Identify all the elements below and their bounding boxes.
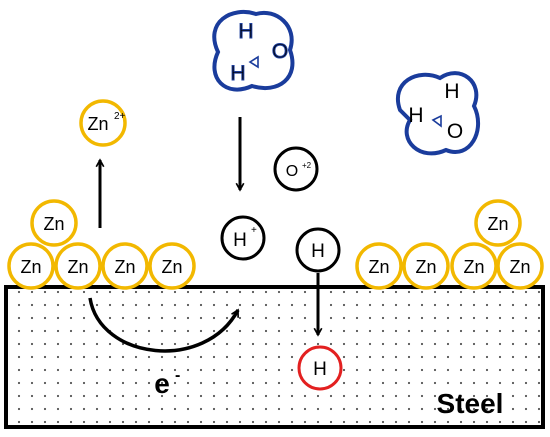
water-h-atom: H [444,80,459,103]
svg-text:O: O [286,163,298,180]
water-o-atom: O [272,40,288,63]
zinc-atom: Zn [450,242,498,290]
water-molecule: H O H [212,10,295,92]
svg-text:Zn: Zn [114,257,135,277]
svg-text:H: H [313,359,327,380]
svg-text:Zn: Zn [43,214,64,234]
svg-text:-: - [175,367,180,384]
zinc-coating-left: Zn Zn Zn Zn Zn [7,199,196,290]
zinc-ion: Zn 2+ [79,99,127,147]
water-molecule: H H O [396,71,480,156]
hydrogen-ion: H + [220,215,266,261]
svg-text:e: e [154,368,170,399]
water-h-atom: H [408,104,423,127]
zinc-atom: Zn [474,199,522,247]
water-h-atom: H [238,20,253,43]
zinc-atom: Zn [355,242,403,290]
svg-text:Zn: Zn [368,257,389,277]
zinc-atom: Zn [148,242,196,290]
svg-text:+: + [251,225,257,236]
water-h-atom: H [230,62,245,85]
water-o-atom: O [447,120,463,143]
zinc-coating-right: Zn Zn Zn Zn Zn [355,199,544,290]
svg-text:H: H [311,241,325,262]
steel-label: Steel [437,388,504,419]
electron-label: e - [154,367,180,399]
zinc-atom: Zn [402,242,450,290]
bond-angle-icon [431,114,442,128]
svg-text:Zn: Zn [487,214,508,234]
svg-text:H: H [233,230,247,251]
zinc-atom: Zn [54,242,102,290]
zinc-atom: Zn [496,242,544,290]
steel-block: Steel [4,285,545,429]
svg-text:Zn: Zn [20,257,41,277]
electron-flow-arrow [88,297,240,353]
svg-text:Zn: Zn [415,257,436,277]
hydrogen-atom: H [295,227,341,273]
svg-text:Zn: Zn [87,114,108,134]
svg-text:2+: 2+ [114,111,126,122]
svg-text:Zn: Zn [509,257,530,277]
svg-text:Zn: Zn [161,257,182,277]
zinc-atom: Zn [7,242,55,290]
zinc-atom: Zn [30,199,78,247]
oxygen-ion: O +2 [273,146,319,192]
zinc-atom: Zn [101,242,149,290]
bond-angle-icon [248,55,259,69]
svg-text:Zn: Zn [67,257,88,277]
absorbed-hydrogen-atom: H [297,345,343,391]
svg-text:Zn: Zn [463,257,484,277]
svg-text:+2: +2 [302,161,312,170]
